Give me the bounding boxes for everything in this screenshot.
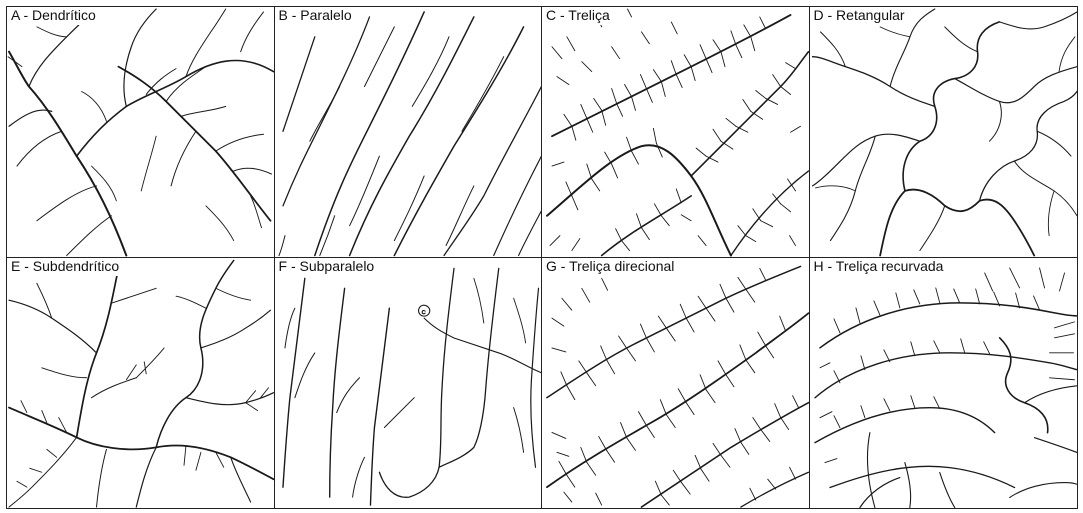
panel-label: F - Subparalelo bbox=[278, 258, 378, 276]
panel-label: D - Retangular bbox=[813, 7, 908, 25]
panel-label: A - Dendrítico bbox=[10, 7, 99, 25]
panel-subdendritico: E - Subdendrítico bbox=[7, 258, 275, 509]
curved-trellis-drainage-sketch bbox=[810, 258, 1078, 509]
subparallel-drainage-sketch bbox=[275, 258, 542, 509]
panel-label: G - Treliça direcional bbox=[545, 258, 677, 276]
drainage-patterns-figure: A - Dendrítico bbox=[6, 6, 1078, 509]
dendritic-drainage-sketch bbox=[7, 7, 274, 257]
panel-paralelo: B - Paralelo bbox=[275, 7, 543, 258]
panel-dendritico: A - Dendrítico bbox=[7, 7, 275, 258]
panel-label: H - Treliça recurvada bbox=[813, 258, 947, 276]
panel-trelica-recurvada: H - Treliça recurvada bbox=[810, 258, 1078, 509]
panel-trelica: C - Treliça bbox=[542, 7, 810, 258]
panel-retangular: D - Retangular bbox=[810, 7, 1078, 258]
rectangular-drainage-sketch bbox=[810, 7, 1078, 257]
directional-trellis-drainage-sketch bbox=[542, 258, 809, 509]
panel-subparalelo: F - Subparalelo bbox=[275, 258, 543, 509]
subdendritic-drainage-sketch bbox=[7, 258, 274, 509]
trellis-drainage-sketch bbox=[542, 7, 809, 257]
panel-label: B - Paralelo bbox=[278, 7, 355, 25]
panel-label: E - Subdendrítico bbox=[10, 258, 122, 276]
parallel-drainage-sketch bbox=[275, 7, 542, 257]
panel-trelica-direcional: G - Treliça direcional bbox=[542, 258, 810, 509]
panel-label: C - Treliça bbox=[545, 7, 613, 25]
